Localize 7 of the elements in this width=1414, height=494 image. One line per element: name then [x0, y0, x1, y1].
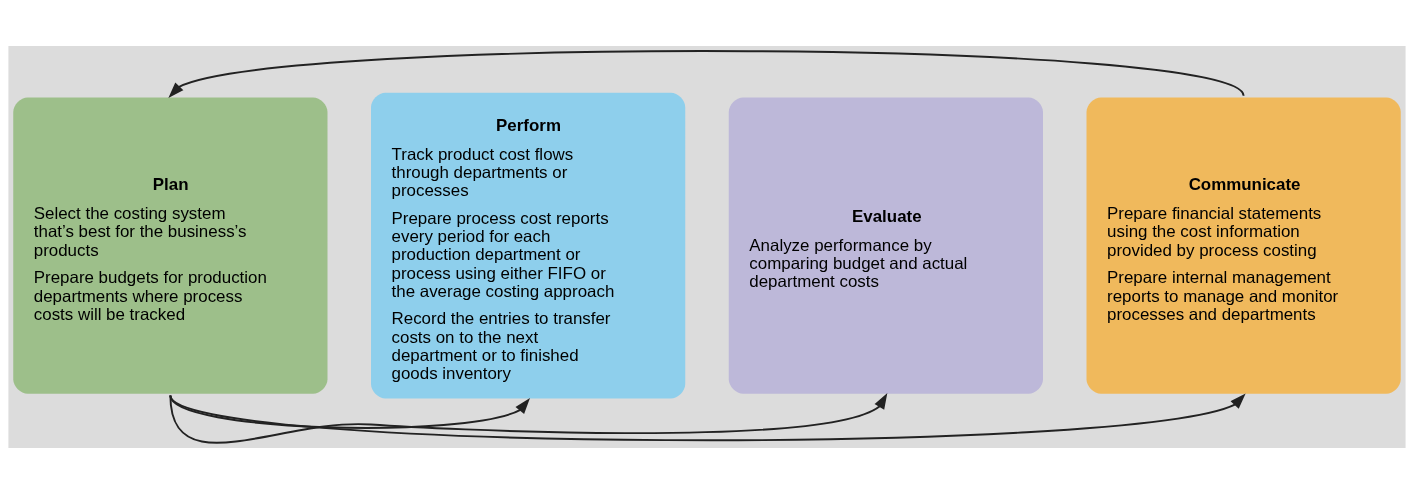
arrow [169, 393, 1246, 442]
arrow [169, 393, 888, 444]
node-box: Evaluate Analyze performance by comparing budget and actual department costs [728, 97, 1043, 394]
arrow [168, 50, 1245, 98]
node-box: Communicate Prepare financial statements using the cost information provided by process costing Prepare internal management reports to manage and monitor processes and departments [1086, 97, 1401, 394]
node-box: Plan Select the costing system that’s best for the business’s products Prepare budgets for production departments where process costs will be tracked [13, 97, 328, 394]
node-box: Perform Track product cost flows through departments or processes Prepare process cost reports every period for each production department or process using either FIFO or the average costing approach Record the entries to transfer costs on to the next department or to finished goods inventory [371, 92, 686, 399]
